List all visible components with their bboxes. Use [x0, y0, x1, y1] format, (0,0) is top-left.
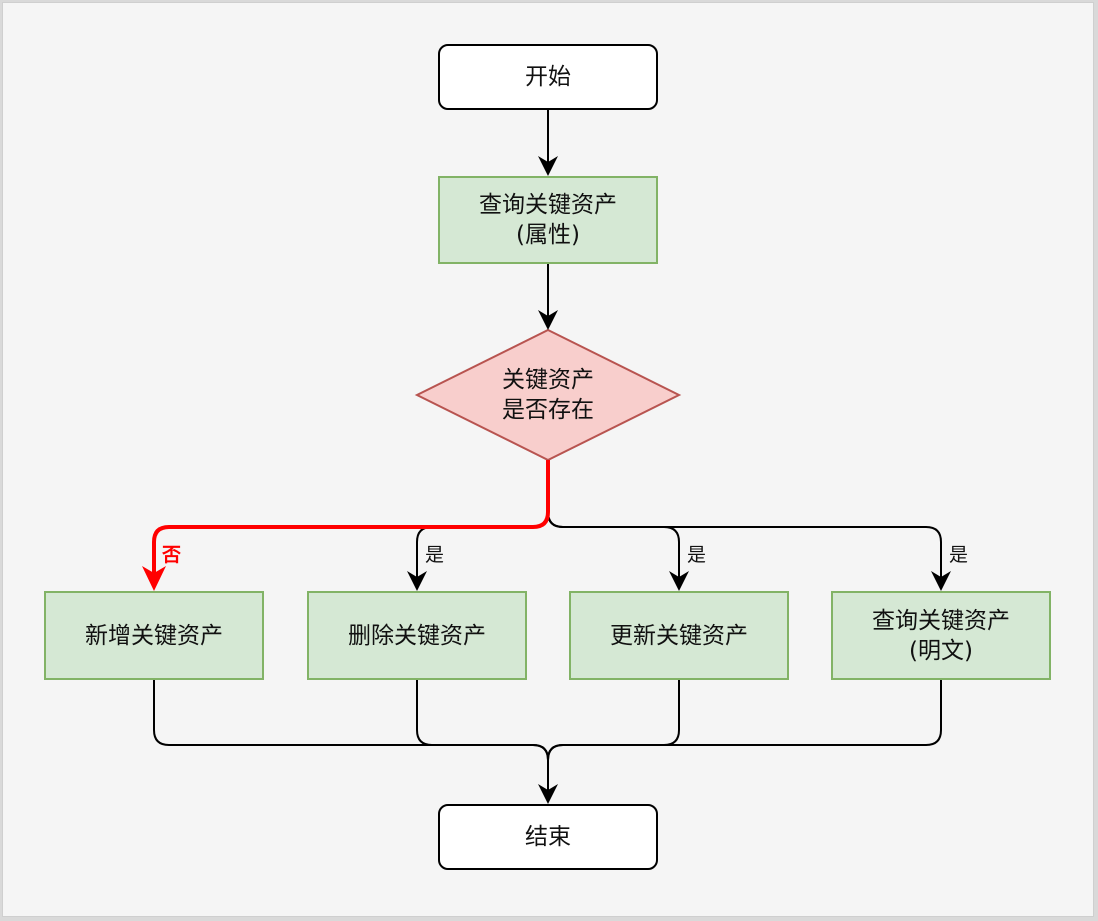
edge-decision-to-add [152, 460, 550, 575]
arrowhead-decision-to-add [142, 566, 166, 591]
edge-query-plain-to-end [547, 680, 942, 790]
edge-decision-to-update [547, 460, 680, 578]
start-node[interactable]: 开始 [438, 44, 658, 110]
edge-label-yes-query-plain: 是 [949, 544, 969, 566]
edge-label-yes-delete: 是 [425, 544, 445, 566]
edge-delete-to-end [416, 680, 549, 790]
edge-decision-to-query-plain [547, 460, 942, 578]
arrowhead-query-attr-to-decision [538, 310, 558, 330]
edge-label-no: 否 [162, 544, 182, 566]
query-plaintext-node[interactable]: 查询关键资产 (明文) [831, 591, 1051, 680]
edge-label-yes-update: 是 [687, 544, 707, 566]
add-asset-node[interactable]: 新增关键资产 [44, 591, 264, 680]
arrowhead-start-to-query-attr [538, 156, 558, 176]
arrowhead-decision-to-delete [407, 571, 427, 591]
arrowhead-to-end [538, 784, 558, 804]
edge-add-to-end [153, 680, 549, 790]
delete-asset-node[interactable]: 删除关键资产 [307, 591, 527, 680]
decision-node-label: 关键资产 是否存在 [502, 367, 594, 423]
arrowhead-decision-to-query-plain [931, 571, 951, 591]
edge-update-to-end [547, 680, 680, 790]
update-asset-node[interactable]: 更新关键资产 [569, 591, 789, 680]
arrowhead-decision-to-update [669, 571, 689, 591]
end-node[interactable]: 结束 [438, 804, 658, 870]
query-attributes-node[interactable]: 查询关键资产 (属性) [438, 176, 658, 264]
